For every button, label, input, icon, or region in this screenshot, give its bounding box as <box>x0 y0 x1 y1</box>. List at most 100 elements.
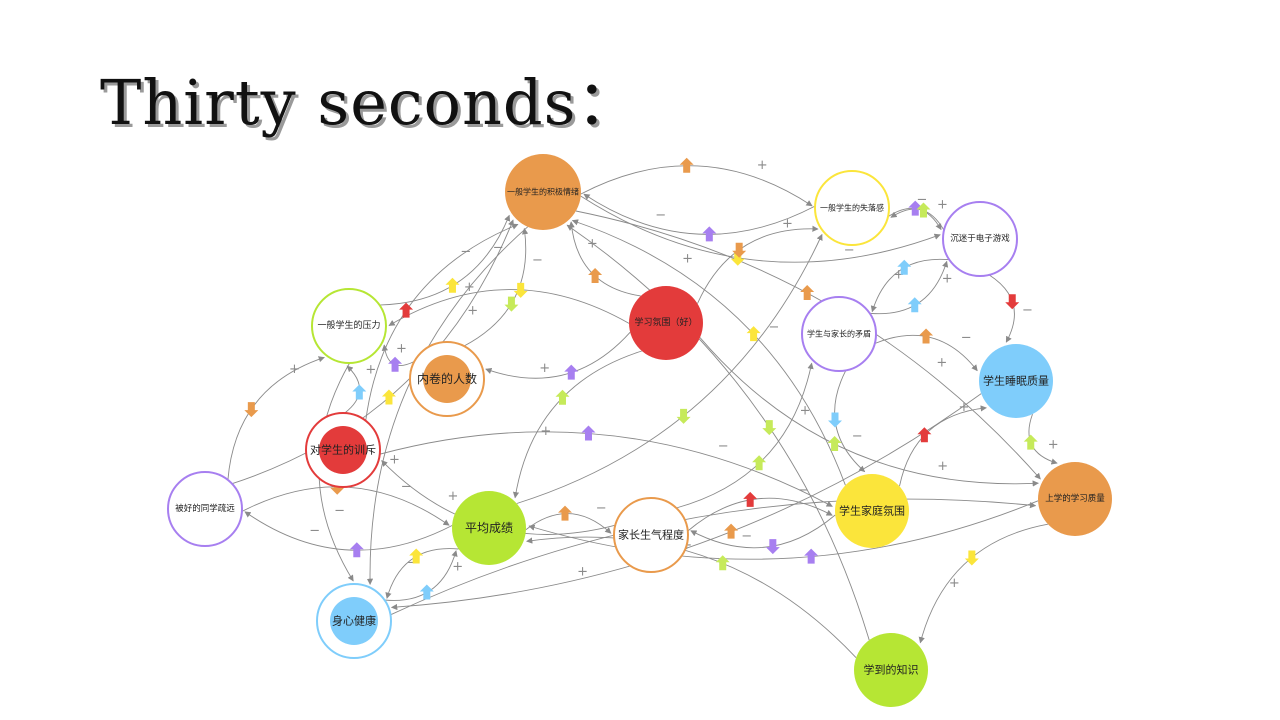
up-arrow-icon <box>919 328 934 344</box>
up-arrow-icon <box>804 548 819 564</box>
edge-polarity-sign: + <box>539 361 550 376</box>
up-arrow-icon <box>399 302 414 318</box>
edge-polarity-sign: + <box>942 271 953 286</box>
edge-polarity-sign: + <box>448 489 459 504</box>
node-sleep[interactable]: 学生睡眠质量 <box>979 344 1053 418</box>
edge-scolding-to-positive-emotion <box>365 223 519 421</box>
edge-positive-emotion-to-loss-feeling <box>580 165 813 207</box>
edge-pressure-to-positive-emotion <box>379 214 511 306</box>
edge-sleep-to-health <box>390 393 982 611</box>
edge-grades-to-parent-anger <box>525 513 612 534</box>
node-inner-circle <box>319 426 367 474</box>
node-circle <box>167 471 243 547</box>
node-label: 身心健康 <box>332 614 376 628</box>
up-arrow-icon <box>917 427 932 443</box>
node-positive-emotion[interactable]: 一般学生的积极情绪 <box>505 154 581 230</box>
edge-polarity-sign: + <box>396 341 407 356</box>
edge-polarity-sign: − <box>1022 303 1033 318</box>
node-circle <box>801 296 877 372</box>
up-arrow-icon <box>352 384 367 400</box>
up-arrow-icon <box>409 548 424 564</box>
edge-family-to-sleep <box>899 405 987 487</box>
up-arrow-icon <box>558 505 573 521</box>
node-label: 一般学生的积极情绪 <box>507 187 579 197</box>
down-arrow-icon <box>765 539 780 555</box>
up-arrow-icon <box>581 425 596 441</box>
node-circle <box>835 474 909 548</box>
edge-polarity-sign: − <box>844 243 855 258</box>
node-circle <box>613 497 689 573</box>
edge-polarity-sign: + <box>365 363 376 378</box>
node-label: 平均成绩 <box>465 521 513 535</box>
node-label: 家长生气程度 <box>618 528 684 542</box>
down-arrow-icon <box>1005 294 1020 310</box>
up-arrow-icon <box>419 584 434 600</box>
edge-knowledge-to-grades <box>526 536 857 659</box>
up-arrow-icon <box>588 268 603 284</box>
node-inner-circle <box>423 355 471 403</box>
node-loss-feeling[interactable]: 一般学生的失落感 <box>814 170 890 246</box>
edge-health-to-grades <box>384 550 458 601</box>
up-arrow-icon <box>555 389 570 405</box>
node-label: 学生睡眠质量 <box>983 374 1049 388</box>
node-circle <box>854 633 928 707</box>
up-arrow-icon <box>752 455 767 471</box>
up-arrow-icon <box>724 523 739 539</box>
node-conflict[interactable]: 学生与家长的矛盾 <box>801 296 877 372</box>
node-parent-anger[interactable]: 家长生气程度 <box>613 497 689 573</box>
node-grades[interactable]: 平均成绩 <box>452 491 526 565</box>
edge-polarity-sign: − <box>917 193 928 208</box>
edge-polarity-sign: + <box>682 252 693 267</box>
edge-polarity-sign: + <box>936 356 947 371</box>
node-circle <box>505 154 581 230</box>
node-involution[interactable]: 内卷的人数 <box>409 341 485 417</box>
edge-parent-anger-to-conflict <box>676 362 814 509</box>
down-arrow-icon <box>504 296 519 312</box>
edge-polarity-sign: + <box>464 280 475 295</box>
edge-study-quality-to-knowledge <box>918 523 1048 644</box>
up-arrow-icon <box>349 542 364 558</box>
edge-polarity-sign: + <box>949 576 960 591</box>
node-circle <box>942 201 1018 277</box>
up-arrow-icon <box>746 326 761 342</box>
node-circle <box>452 491 526 565</box>
edge-atmosphere-to-loss-feeling <box>697 225 819 304</box>
edge-polarity-sign: + <box>800 403 811 418</box>
edges-layer <box>227 165 1058 659</box>
node-atmosphere[interactable]: 学习氛围（好） <box>629 286 703 360</box>
edge-polarity-sign: − <box>309 524 320 539</box>
node-label: 沉迷于电子游戏 <box>950 233 1010 244</box>
edge-gaming-to-sleep <box>988 274 1015 343</box>
node-pressure[interactable]: 一般学生的压力 <box>311 288 387 364</box>
edge-polarity-sign: + <box>540 424 551 439</box>
edge-polarity-sign: − <box>407 556 418 571</box>
edge-polarity-sign: + <box>893 268 904 283</box>
node-health[interactable]: 身心健康 <box>316 583 392 659</box>
node-label: 一般学生的压力 <box>317 319 380 331</box>
edge-knowledge-to-positive-emotion <box>566 224 870 641</box>
edge-polarity-sign: + <box>1048 438 1059 453</box>
edge-atmosphere-to-grades <box>512 350 642 499</box>
edge-conflict-to-gaming <box>869 260 949 315</box>
up-arrow-icon <box>800 285 815 301</box>
edge-polarity-sign: + <box>452 560 463 575</box>
down-arrow-icon <box>244 402 259 418</box>
node-gaming[interactable]: 沉迷于电子游戏 <box>942 201 1018 277</box>
edge-polarity-sign: − <box>769 320 780 335</box>
edge-polarity-sign: − <box>596 501 607 516</box>
node-study-quality[interactable]: 上学的学习质量 <box>1038 462 1112 536</box>
edge-polarity-sign: − <box>655 208 666 223</box>
edge-atmosphere-to-study-quality <box>699 337 1039 487</box>
node-label: 被好的同学疏远 <box>175 503 235 514</box>
edge-family-to-parent-anger <box>690 514 836 549</box>
node-label: 学生家庭氛围 <box>839 504 905 518</box>
up-arrow-icon <box>564 364 579 380</box>
edge-polarity-sign: − <box>798 483 809 498</box>
node-scolding[interactable]: 对学生的训斥 <box>305 412 381 488</box>
edge-polarity-sign: + <box>467 303 478 318</box>
node-family[interactable]: 学生家庭氛围 <box>835 474 909 548</box>
node-alienated[interactable]: 被好的同学疏远 <box>167 471 243 547</box>
edge-family-to-positive-emotion <box>571 219 846 486</box>
node-knowledge[interactable]: 学到的知识 <box>854 633 928 707</box>
